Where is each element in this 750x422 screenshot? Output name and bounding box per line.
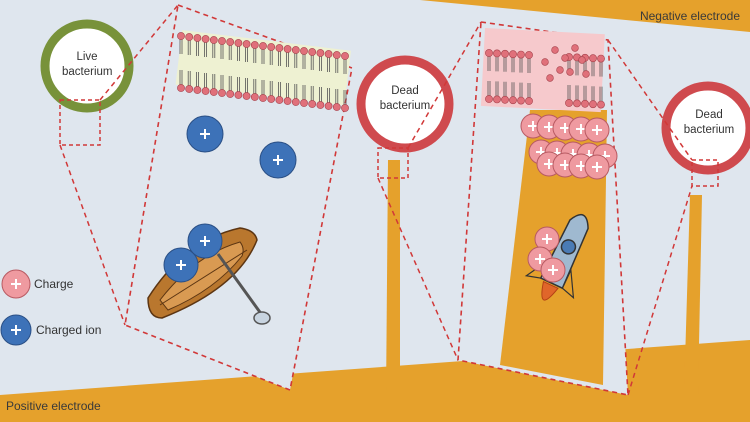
- ion-on-boat-2: [187, 223, 223, 259]
- live-zoom-box: [59, 99, 101, 146]
- ion-on-boat-1: [163, 247, 199, 283]
- legend-charge-label: Charge: [34, 277, 74, 291]
- lipid-head: [582, 70, 590, 78]
- positive-electrode-label: Positive electrode: [6, 399, 101, 413]
- negative-electrode: [420, 0, 750, 32]
- ion-1: [186, 115, 224, 153]
- charge-on-rocket-3: [540, 257, 566, 283]
- lipid-head: [556, 66, 564, 74]
- connector-dead1-top: [407, 21, 482, 149]
- connector-dead1-bottom: [377, 177, 459, 361]
- lipid-head: [561, 54, 569, 62]
- membrane-lipids-2: [484, 44, 605, 109]
- dead-bacterium-1-label: Dead bacterium: [377, 84, 433, 114]
- lipid-head: [571, 44, 579, 52]
- live-label-line2: bacterium: [62, 66, 113, 78]
- legend-charge-icon: [1, 269, 31, 299]
- pole-dead-1: [386, 160, 400, 400]
- dead2-label-line2: bacterium: [683, 124, 735, 136]
- connector-live-bottom: [59, 144, 126, 326]
- pole-dead-2: [684, 195, 702, 395]
- connector-dead2-top: [607, 39, 693, 161]
- legend-ion-icon: [0, 314, 32, 346]
- negative-electrode-label: Negative electrode: [639, 9, 740, 23]
- lipid-head: [546, 74, 554, 82]
- lipid-head: [551, 46, 559, 54]
- live-label-line1: Live: [76, 51, 98, 63]
- dead2-label-line1: Dead: [695, 109, 723, 121]
- charge: [584, 117, 610, 143]
- lipid-head: [578, 56, 586, 64]
- dead1-label-line1: Dead: [391, 85, 419, 97]
- live-bacterium: [40, 19, 134, 113]
- dead1-zoom-box: [377, 147, 409, 179]
- lipid-head: [541, 58, 549, 66]
- live-bacterium-label: Live bacterium: [62, 50, 113, 80]
- legend-ion-label: Charged ion: [36, 323, 102, 337]
- connector-live-top: [99, 4, 179, 101]
- lipid-head: [566, 68, 574, 76]
- dead2-zoom-box: [691, 159, 719, 187]
- charge-cluster: [520, 113, 618, 180]
- dead-bacterium-2: [661, 81, 750, 175]
- dead-bacterium-1: [356, 55, 454, 153]
- charge: [584, 154, 610, 180]
- dead1-label-line2: bacterium: [379, 100, 431, 112]
- dead-bacterium-2-label: Dead bacterium: [681, 108, 737, 138]
- ion-2: [259, 141, 297, 179]
- connector-dead2-bottom: [627, 185, 693, 396]
